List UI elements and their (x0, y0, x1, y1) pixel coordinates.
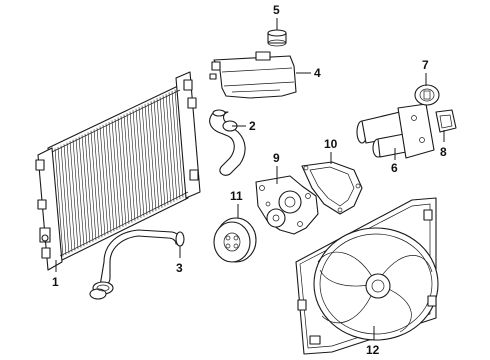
radiator-fin (72, 139, 82, 248)
radiator-fin (162, 95, 172, 204)
callout-2: 2 (249, 119, 256, 133)
callout-1: 1 (52, 275, 59, 289)
callout-10: 10 (324, 137, 338, 151)
radiator-fin (174, 89, 184, 198)
radiator-fins (54, 89, 184, 257)
radiator-fin (132, 110, 142, 219)
thermostat-housing (356, 103, 435, 159)
radiator-fin (111, 120, 121, 229)
coolant-reservoir (209, 51, 297, 99)
radiator-fin (144, 104, 154, 213)
radiator-fin (150, 101, 160, 210)
callout-8: 8 (440, 145, 447, 159)
radiator-fin (96, 127, 106, 236)
radiator-fin (135, 108, 145, 217)
water-pump-gasket (301, 161, 363, 215)
radiator-fin (105, 123, 115, 232)
upper-radiator-hose (209, 109, 246, 176)
radiator-fin (93, 129, 103, 238)
radiator-fin (90, 130, 100, 239)
radiator-fin (147, 102, 157, 211)
radiator-fin (69, 141, 79, 250)
radiator-fin (78, 136, 88, 245)
water-pump (255, 175, 319, 235)
thermostat (414, 84, 440, 106)
callout-12: 12 (366, 343, 380, 357)
callout-5: 5 (273, 3, 280, 17)
radiator-fin (156, 98, 166, 207)
radiator-fin (138, 107, 148, 216)
callout-7: 7 (422, 58, 429, 72)
radiator-fin (153, 99, 163, 208)
reservoir-cap (267, 29, 287, 47)
callout-3: 3 (176, 261, 183, 275)
radiator-fin (165, 93, 175, 202)
radiator-fin (75, 138, 85, 247)
leader-lines (55, 18, 445, 340)
radiator-fin (84, 133, 94, 242)
callout-6: 6 (391, 161, 398, 175)
radiator-fin (126, 113, 136, 222)
radiator-fin (159, 96, 169, 205)
callout-4: 4 (314, 66, 321, 80)
callout-11: 11 (230, 189, 243, 203)
water-pump-pulley (213, 217, 257, 263)
radiator-fin (114, 118, 124, 228)
radiator-fin (129, 111, 139, 220)
thermostat-gasket (435, 109, 457, 133)
radiator-fin (108, 121, 118, 231)
callout-9: 9 (273, 151, 280, 165)
radiator-fin (102, 124, 112, 233)
radiator-fin (99, 126, 109, 235)
radiator-fin (168, 92, 178, 201)
radiator-fin (117, 117, 127, 226)
fan-assembly (295, 197, 439, 355)
radiator-fin (141, 105, 151, 214)
radiator-fin (66, 142, 76, 251)
callout-labels: 1 2 3 4 5 6 7 8 9 10 11 12 (52, 3, 447, 357)
lower-radiator-hose (89, 229, 185, 300)
radiator-fin (171, 90, 181, 200)
radiator-fin (123, 114, 133, 223)
radiator (35, 71, 201, 271)
radiator-fin (57, 146, 67, 256)
radiator-fin (54, 148, 64, 257)
radiator-fin (60, 145, 70, 254)
radiator-fin (87, 132, 97, 241)
radiator-fin (120, 115, 130, 225)
radiator-fin (81, 135, 91, 244)
radiator-fin (63, 144, 73, 253)
